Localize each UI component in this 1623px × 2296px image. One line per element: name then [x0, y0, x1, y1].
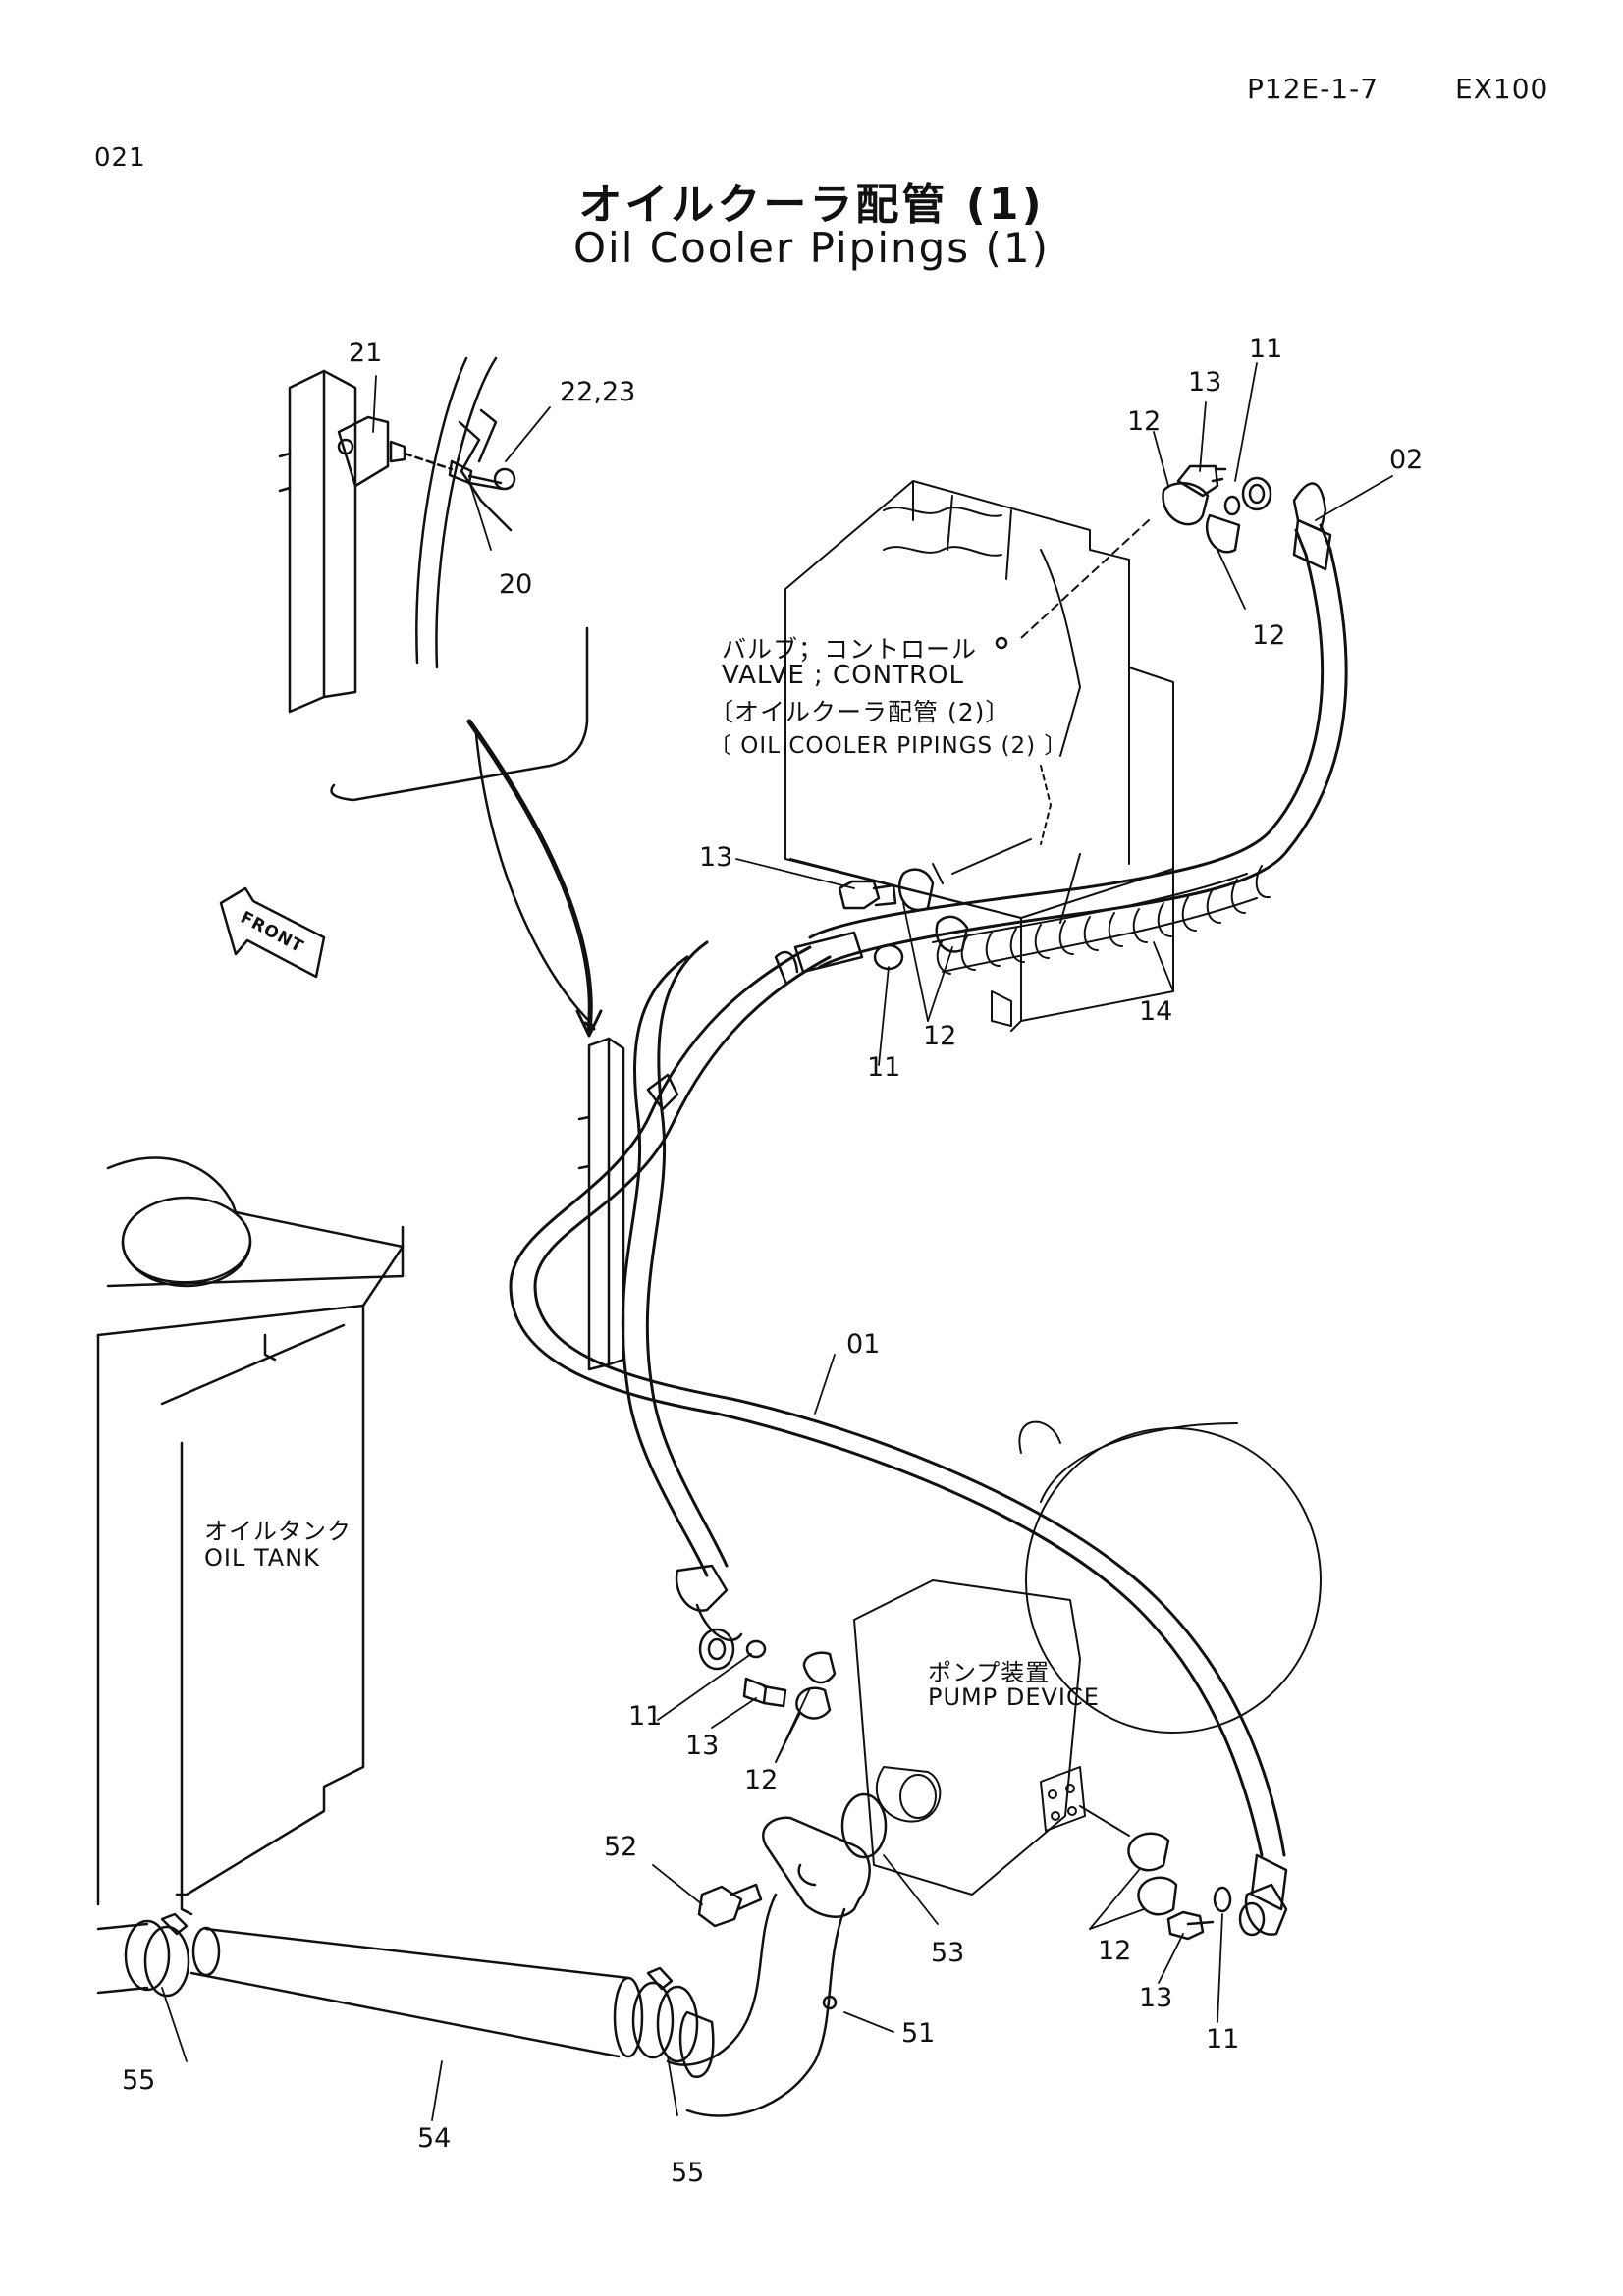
detail-arrow: [466, 719, 593, 1034]
part-number-13-mid: 13: [699, 842, 733, 873]
valve-ref-label-jp: 〔オイルクーラ配管 (2)〕: [709, 698, 1011, 726]
part-number-51: 51: [901, 2018, 936, 2049]
pump-label-en: PUMP DEVICE: [928, 1683, 1100, 1711]
hose-01-drawing: [509, 945, 1286, 1857]
part-number-11-mid: 11: [867, 1052, 901, 1083]
part-number-13-right: 13: [1139, 1983, 1173, 2013]
part-number-01: 01: [846, 1329, 881, 1360]
part-number-53: 53: [931, 1938, 965, 1968]
part-number-12-top: 12: [1127, 406, 1162, 437]
top-fittings-drawing: [995, 464, 1332, 650]
part-number-55-right: 55: [671, 2158, 705, 2188]
part-number-20: 20: [499, 569, 533, 600]
page-title-en: Oil Cooler Pipings (1): [573, 224, 1050, 272]
front-arrow: [219, 886, 326, 979]
part-number-13-low: 13: [685, 1731, 720, 1761]
part-number-12-low: 12: [744, 1765, 779, 1795]
part-number-54: 54: [417, 2123, 452, 2154]
lower-fittings-drawing: [675, 1564, 837, 1720]
pump-label-jp: ポンプ装置: [928, 1659, 1051, 1686]
leader-lines: [161, 362, 1393, 2121]
suction-pipe-51-drawing: [666, 1816, 871, 2117]
page-code: P12E-1-7: [1247, 73, 1380, 105]
part-number-12-right: 12: [1098, 1936, 1132, 1966]
figure-number: 021: [94, 143, 146, 173]
part-number-11-right: 11: [1206, 2024, 1240, 2055]
part-number-55-left: 55: [122, 2065, 156, 2096]
spring-guard-14-drawing: [932, 865, 1271, 975]
oring-53-drawing: [840, 1792, 888, 1859]
valve-label-jp: バルブ；コントロール: [722, 635, 978, 664]
part-number-13-top: 13: [1188, 367, 1222, 398]
model-code: EX100: [1455, 73, 1549, 105]
mounting-bracket-drawing: [577, 1037, 679, 1371]
part-number-12-top-b: 12: [1252, 620, 1286, 651]
part-number-52: 52: [604, 1832, 638, 1862]
part-number-12-mid: 12: [923, 1021, 957, 1051]
pump-device-drawing: [853, 1420, 1322, 1896]
right-fittings-drawing: [1079, 1805, 1288, 1941]
part-number-14: 14: [1139, 996, 1173, 1027]
part-number-11-low: 11: [628, 1701, 663, 1732]
valve-ref-label-en: 〔 OIL COOLER PIPINGS (2) 〕: [709, 733, 1068, 759]
bolt-52-drawing: [697, 1883, 763, 1928]
part-number-22-23: 22,23: [560, 377, 636, 407]
detail-bracket-drawing: [278, 356, 596, 1031]
hose-54-drawing: [96, 1912, 699, 2063]
part-number-21: 21: [349, 338, 383, 368]
valve-label-en: VALVE ; CONTROL: [722, 661, 965, 690]
page-title-jp: オイルクーラ配管 (1): [578, 180, 1045, 230]
tank-label-jp: オイルタンク: [204, 1518, 352, 1545]
tank-label-en: OIL TANK: [204, 1544, 320, 1572]
part-number-02: 02: [1389, 445, 1424, 475]
oil-tank-drawing: [96, 1156, 405, 1916]
part-number-11-top: 11: [1249, 334, 1283, 364]
